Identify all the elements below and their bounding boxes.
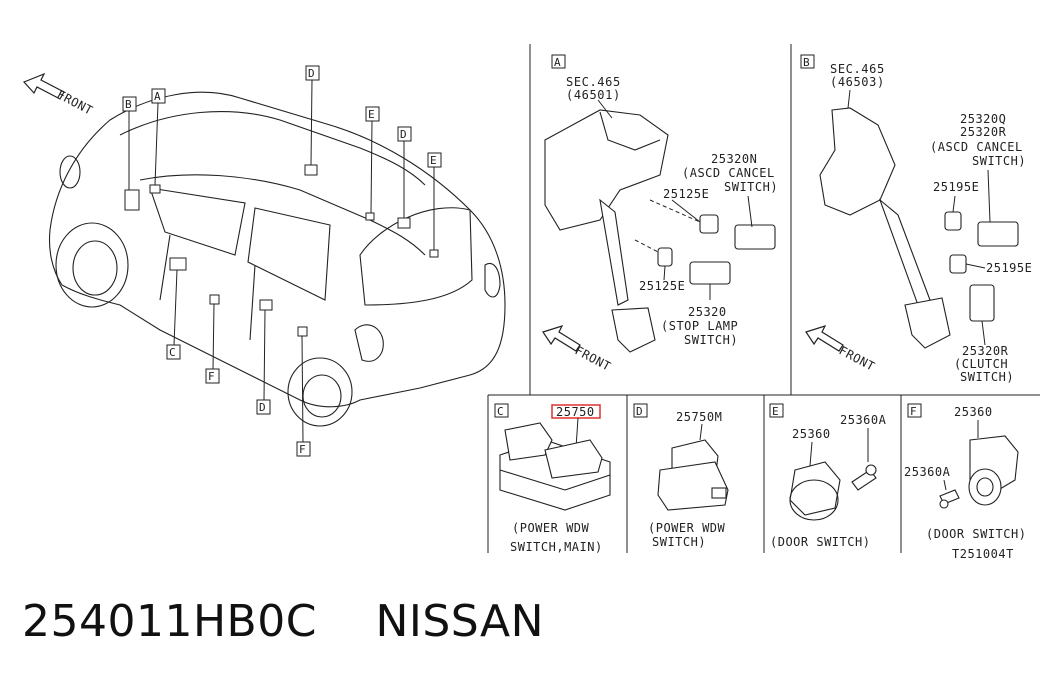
- car-illustration: [48, 91, 506, 427]
- callout-a: A: [154, 90, 161, 103]
- panel-a-p1: 25320N: [711, 152, 757, 166]
- highlight-box: [551, 404, 601, 419]
- callout-d-top: D: [308, 67, 315, 80]
- panel-f-part2: 25360A: [904, 465, 951, 479]
- panel-c-desc1: (POWER WDW: [512, 521, 590, 535]
- panel-f-desc1: (DOOR SWITCH): [926, 527, 1026, 541]
- panel-b-p1-desc2: SWITCH): [972, 154, 1026, 168]
- panel-a-p1-desc1: (ASCD CANCEL: [682, 166, 775, 180]
- panel-d-letter: D: [636, 405, 643, 418]
- panel-e-part1: 25360: [792, 427, 831, 441]
- panel-borders: [487, 44, 1040, 553]
- panel-b: B SEC.465 (46503) 25320Q 25320R (ASCD CA…: [800, 54, 1032, 384]
- front-arrow-icon: [22, 72, 65, 100]
- panel-d: D 25750M (POWER WDW SWITCH): [633, 403, 729, 549]
- panel-a-p1-desc2: SWITCH): [724, 180, 778, 194]
- panel-f: F 25360 25360A (DOOR SWITCH) T251004T: [904, 403, 1026, 561]
- panel-a-sec-sub: (46501): [566, 88, 621, 102]
- panel-f-letter: F: [910, 405, 917, 418]
- panel-d-part: 25750M: [676, 410, 722, 424]
- panel-a-letter: A: [554, 56, 561, 69]
- panel-b-p2a: 25195E: [933, 180, 979, 194]
- panel-b-p3-desc1: (CLUTCH: [954, 357, 1008, 371]
- panel-b-sec: SEC.465: [830, 62, 885, 76]
- panel-a-sec: SEC.465: [566, 75, 621, 89]
- panel-b-letter: B: [803, 56, 810, 69]
- panel-b-p1a: 25320Q: [960, 112, 1006, 126]
- callout-boxes: [122, 65, 442, 457]
- callout-b: B: [125, 98, 132, 111]
- callout-leaders: [128, 79, 435, 443]
- footer: 254011HB0C NISSAN: [22, 596, 544, 647]
- panel-a-p2b: 25125E: [639, 279, 685, 293]
- callout-f-bottom: F: [299, 443, 306, 456]
- callout-e-right: E: [430, 154, 437, 167]
- car-part-markers: [124, 164, 439, 337]
- panel-b-p1b: 25320R: [960, 125, 1007, 139]
- panel-e: E 25360 25360A (DOOR SWITCH): [769, 403, 887, 549]
- drawing-code: T251004T: [952, 547, 1014, 561]
- panel-a-p3-desc2: SWITCH): [684, 333, 738, 347]
- panel-d-desc1: (POWER WDW: [648, 521, 726, 535]
- panel-c-part: 25750: [556, 405, 595, 419]
- front-arrow-icon-b: [805, 325, 844, 352]
- panel-f-part1: 25360: [954, 405, 993, 419]
- panel-c: C 25750 (POWER WDW SWITCH,MAIN): [494, 403, 611, 554]
- panel-e-letter: E: [772, 405, 779, 418]
- panel-b-p3: 25320R: [962, 344, 1009, 358]
- front-label-b: FRONT: [837, 343, 878, 373]
- panel-b-p1-desc1: (ASCD CANCEL: [930, 140, 1023, 154]
- callout-d-mid: D: [400, 128, 407, 141]
- panel-a-p3: 25320: [688, 305, 727, 319]
- panel-d-desc2: SWITCH): [652, 535, 706, 549]
- panel-e-part2: 25360A: [840, 413, 887, 427]
- panel-a: A SEC.465 (46501) 25320N (AS: [542, 54, 778, 374]
- panel-c-letter: C: [497, 405, 504, 418]
- panel-e-desc1: (DOOR SWITCH): [770, 535, 870, 549]
- part-number: 254011HB0C: [22, 596, 317, 647]
- brand-name: NISSAN: [375, 596, 545, 647]
- callout-d-bottom: D: [259, 401, 266, 414]
- panel-b-sec-sub: (46503): [830, 75, 885, 89]
- callout-c: C: [169, 346, 176, 359]
- callout-e-mid: E: [368, 108, 375, 121]
- panel-a-p2a: 25125E: [663, 187, 709, 201]
- panel-c-desc2: SWITCH,MAIN): [510, 540, 603, 554]
- panel-b-p3-desc2: SWITCH): [960, 370, 1014, 384]
- panel-b-p2b: 25195E: [986, 261, 1032, 275]
- front-label-a: FRONT: [573, 343, 614, 373]
- front-label: FRONT: [55, 87, 96, 117]
- callout-f-left: F: [208, 370, 215, 383]
- front-arrow-icon-a: [542, 325, 581, 352]
- callout-letters: B A D E D E C F D F: [125, 67, 437, 456]
- panel-a-p3-desc1: (STOP LAMP: [661, 319, 738, 333]
